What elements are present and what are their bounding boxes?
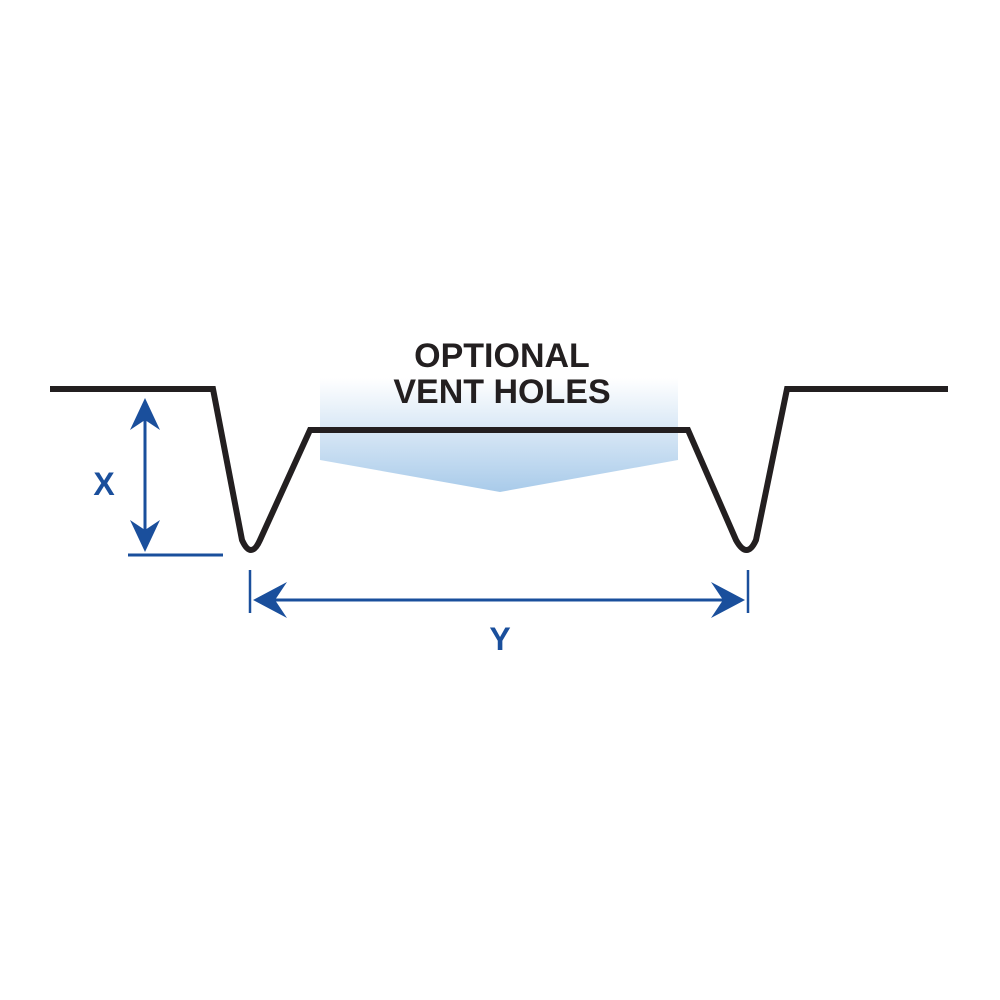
dimension-y-label: Y [489, 621, 510, 657]
arrow-left-icon [253, 582, 287, 618]
arrow-right-icon [711, 582, 745, 618]
arrow-down-icon [130, 520, 160, 552]
vent-holes-label-line2: VENT HOLES [393, 373, 610, 411]
dimension-x-label: X [93, 466, 115, 502]
dimension-y [248, 570, 750, 618]
vent-holes-label-line1: OPTIONAL [414, 337, 590, 375]
dimension-x [128, 398, 223, 557]
arrow-up-icon [130, 398, 160, 430]
vent-holes-region [320, 378, 678, 492]
panel-profile-line [50, 386, 948, 553]
